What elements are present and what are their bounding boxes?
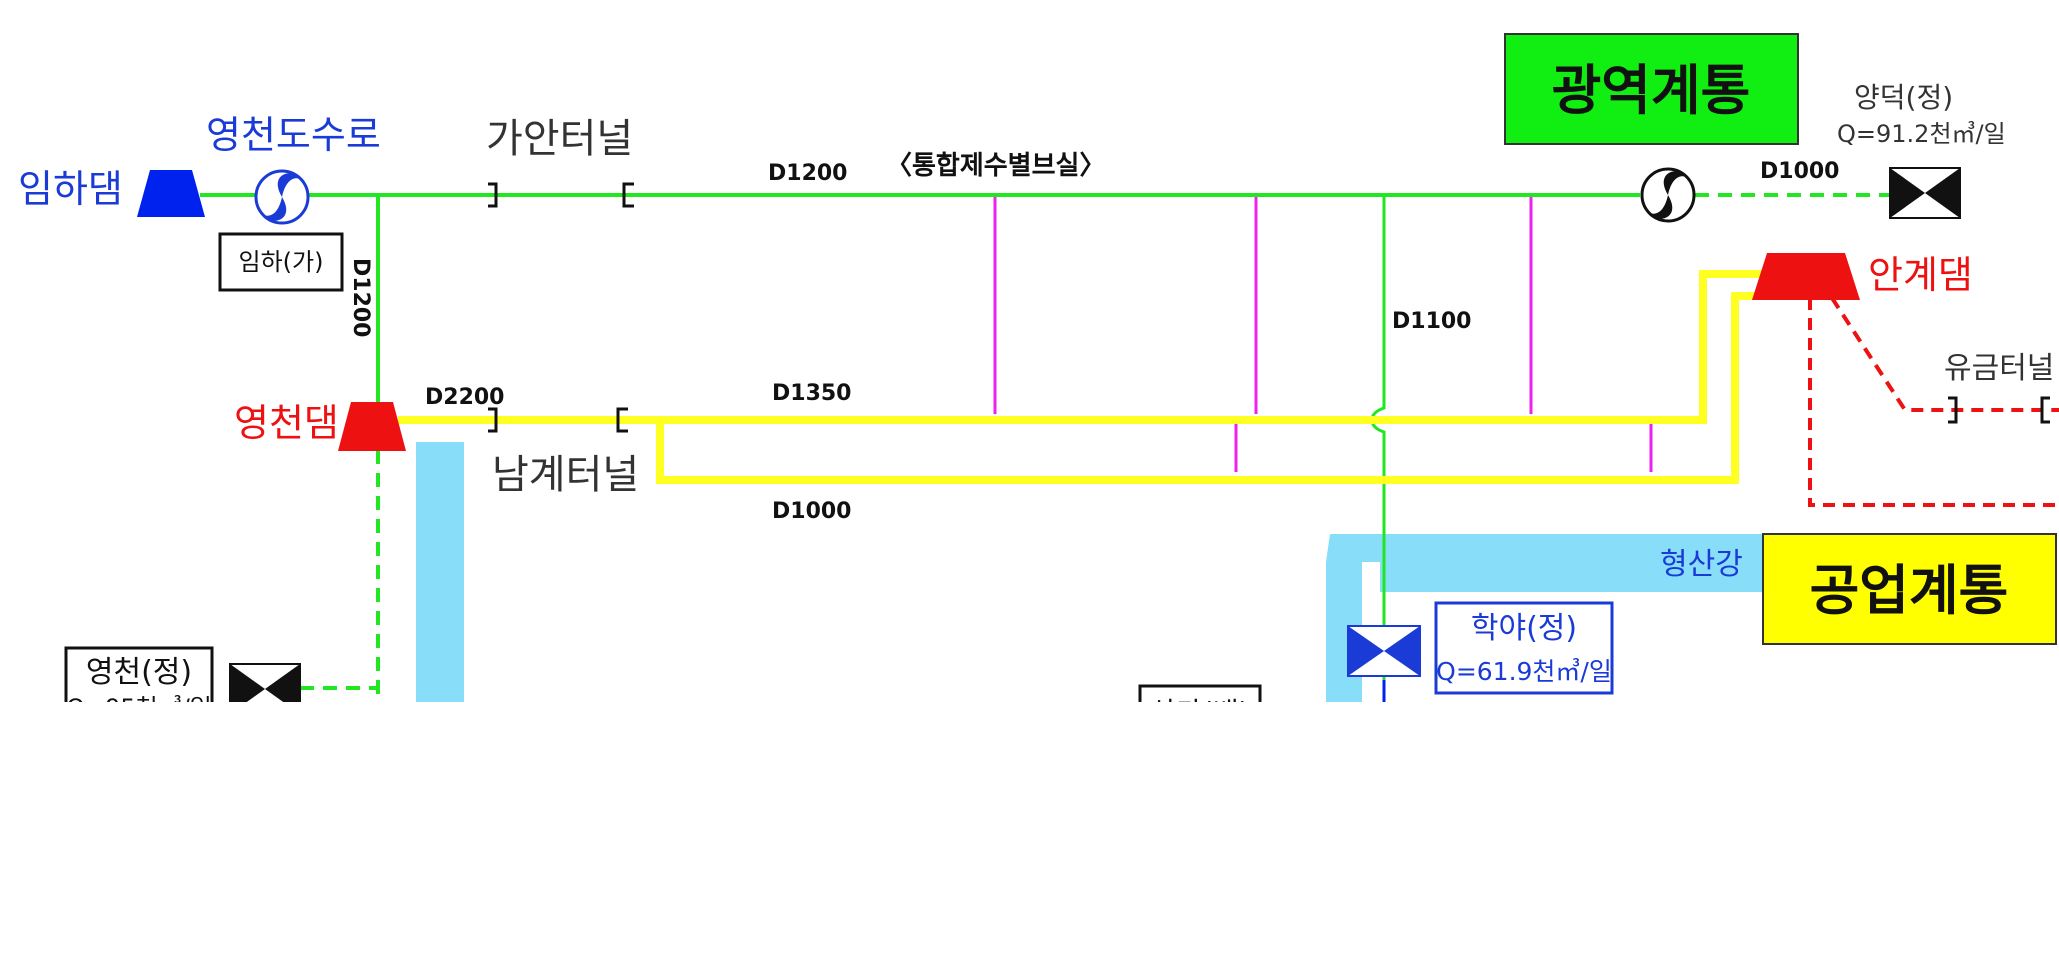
namgye-tunnel-brackets [488, 407, 628, 433]
imha-dam-icon [137, 170, 205, 217]
wide-area-pump-icon [1640, 167, 1696, 223]
yeongcheon-capacity-label: Q=95천㎥/일 [66, 694, 212, 722]
imha-dam-label: 임하댐 [18, 167, 123, 211]
industrial-sign [1762, 533, 2057, 645]
hakya-capacity-label: Q=61.9천㎥/일 [1436, 657, 1612, 686]
river-vertical-left [416, 442, 464, 702]
d2200-label: D2200 [425, 385, 505, 410]
wide-area-sign-label: 광역계통 [1552, 59, 1751, 122]
yangdeok-capacity-label: Q=91.2천㎥/일 [1837, 120, 2006, 148]
industrial-upper-pipe [398, 270, 1780, 424]
gaan-tunnel-brackets [488, 182, 634, 208]
yangdeok-valve-icon [1889, 167, 1961, 219]
industrial-lower-pipe [656, 292, 1775, 484]
hyeongsan-river [1326, 534, 1765, 702]
yeongcheon-plant-label: 영천(정) [86, 655, 192, 690]
yeongcheon-valve-icon [229, 663, 301, 702]
namgye-tunnel-label: 남계터널 [492, 452, 639, 498]
sangga-partial-box [1138, 684, 1262, 702]
wide-area-sign [1504, 33, 1799, 145]
yeongcheon-plant-box [64, 646, 214, 702]
d1000-bottom-label: D1000 [772, 499, 852, 524]
imha-pump-box [218, 232, 344, 292]
angye-dashed-lower [1808, 298, 2059, 507]
angye-dashed-to-yugeum [1830, 296, 2059, 412]
yeongcheon-dam-label: 영천댐 [234, 401, 339, 445]
hakya-valve-icon [1347, 625, 1421, 677]
yugeum-tunnel-label: 유금터널 [1944, 351, 2054, 386]
d1200-top-label: D1200 [768, 161, 848, 186]
yangdeok-plant-label: 양덕(정) [1854, 81, 1953, 114]
hakya-plant-label: 학야(정) [1471, 611, 1577, 646]
angye-dam-icon [1752, 253, 1860, 300]
industrial-sign-label: 공업계통 [1810, 559, 2009, 622]
gaan-tunnel-label: 가안터널 [486, 116, 633, 162]
angye-dam-label: 안계댐 [1868, 253, 1973, 297]
d1000-top-label: D1000 [1760, 159, 1840, 184]
yeongcheon-conduit-pump-icon [254, 169, 310, 225]
yugeum-tunnel-brackets [1948, 396, 2050, 424]
imha-pump-label: 임하(가) [239, 248, 324, 276]
hyeongsan-river-label: 형산강 [1660, 547, 1743, 582]
sangga-partial-label: 상가(배) [1150, 696, 1249, 729]
d1200-vertical-label: D1200 [348, 258, 373, 338]
integrated-valve-room-label: 〈통합제수별브실〉 [886, 151, 1105, 181]
yeongcheon-conduit-label: 영천도수로 [206, 113, 381, 157]
d1100-label: D1100 [1392, 309, 1472, 334]
hakya-plant-box [1434, 601, 1614, 695]
yeongcheon-dam-icon [338, 402, 406, 451]
d1350-label: D1350 [772, 381, 852, 406]
